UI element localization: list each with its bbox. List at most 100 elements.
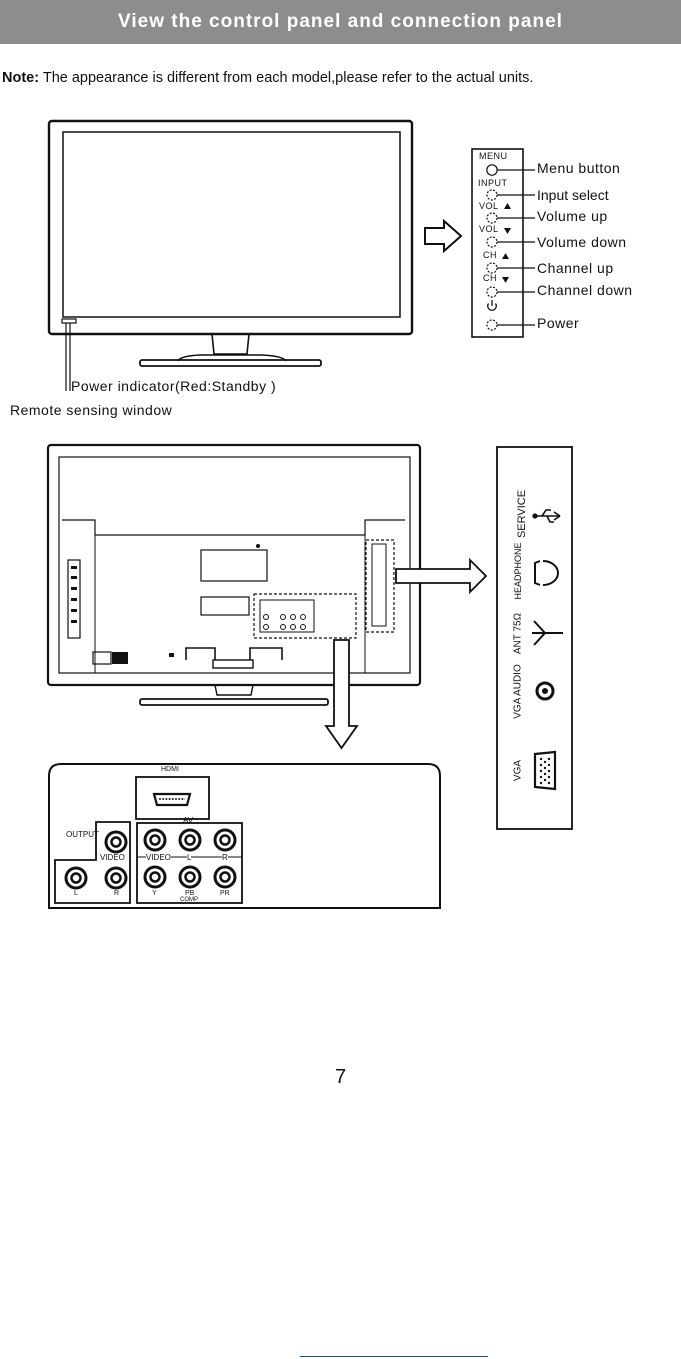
tv-back-outer — [46, 443, 422, 687]
side-connector-group — [365, 539, 395, 633]
side-connector-strip — [371, 543, 387, 627]
comp-label: COMP — [180, 897, 198, 903]
power-label: Power — [537, 315, 580, 331]
menu-button-label: Menu button — [537, 160, 621, 176]
output-video-jack-icon — [104, 830, 128, 854]
av-video-label: VIDEO — [146, 853, 171, 862]
input-select-label: Input select — [537, 187, 609, 203]
note-text: The appearance is different from each mo… — [42, 70, 534, 86]
output-r-jack-icon — [104, 866, 128, 890]
rca-jacks — [64, 828, 237, 890]
comp-pb-label: PB — [185, 890, 195, 897]
av-l-jack-icon — [178, 828, 202, 852]
comp-pr-label: PR — [220, 890, 230, 897]
menu-caption: MENU — [479, 151, 508, 161]
tv-front-screen — [62, 131, 401, 318]
tv-stand-base-top — [177, 354, 287, 362]
front-view-diagram — [47, 119, 535, 391]
bottom-panel-box — [48, 763, 441, 909]
power-indicator-led — [61, 318, 77, 324]
control-panel-box — [471, 148, 524, 338]
tv-stand-base — [139, 359, 322, 367]
headphone-icon — [534, 560, 559, 586]
stand-hook-right — [249, 647, 283, 660]
rear-view-diagram — [46, 443, 573, 909]
hdmi-port-icon — [152, 792, 192, 807]
vga-audio-jack-icon — [535, 681, 555, 701]
av-frame — [136, 822, 243, 904]
note-line: Note: The appearance is different from e… — [2, 70, 533, 86]
tv-stand-neck — [211, 333, 250, 355]
hdmi-frame — [135, 776, 210, 820]
comp-pr-jack-icon — [213, 865, 237, 889]
input-caption: INPUT — [478, 178, 508, 188]
comp-pb-jack-icon — [178, 865, 202, 889]
remote-window-label: Remote sensing window — [10, 402, 173, 418]
header-bar — [0, 0, 681, 44]
volume-down-label: Volume down — [537, 234, 627, 250]
output-r-label: R — [114, 890, 120, 897]
small-port — [169, 653, 174, 657]
output-label: OUTPUT — [66, 830, 99, 839]
vol-down-caption: VOL — [479, 224, 499, 234]
headphone-port-label: HEADPHONE — [513, 542, 523, 600]
usb-icon — [532, 509, 561, 523]
rear-stand-mount — [212, 659, 254, 669]
channel-down-label: Channel down — [537, 282, 633, 298]
power-switch — [112, 652, 128, 664]
ch-down-caption: CH — [483, 273, 497, 283]
comp-y-jack-icon — [143, 865, 167, 889]
hollow-arrow-down-icon — [324, 639, 359, 750]
antenna-icon — [532, 620, 563, 646]
output-l-label: L — [74, 890, 78, 897]
page-number: 7 — [334, 1066, 347, 1088]
av-l-label: L — [187, 853, 192, 862]
footer-link-underline[interactable] — [300, 1356, 488, 1357]
rear-stand-neck — [214, 684, 254, 696]
volume-up-label: Volume up — [537, 208, 608, 224]
channel-up-label: Channel up — [537, 260, 614, 276]
vga-audio-port-label: VGA AUDIO — [512, 664, 524, 719]
power-indicator-label: Power indicator(Red:Standby ) — [71, 378, 277, 394]
output-frame — [54, 821, 131, 904]
back-small-plate — [200, 596, 250, 616]
tv-back-panel — [94, 534, 366, 674]
av-label: AV — [183, 816, 194, 825]
note-prefix: Note: — [2, 70, 40, 86]
hdmi-label: HDMI — [161, 766, 179, 773]
hollow-arrow-right-icon — [395, 557, 488, 595]
output-video-label: VIDEO — [100, 853, 125, 862]
control-panel-buttons — [486, 164, 498, 331]
stand-hook-left — [185, 647, 216, 660]
vga-port-icon — [533, 750, 557, 791]
ch-down-triangle-icon — [502, 277, 509, 283]
vol-up-caption: VOL — [479, 201, 499, 211]
rear-jacks-frame — [259, 599, 315, 633]
comp-y-label: Y — [152, 890, 157, 897]
output-l-jack-icon — [64, 866, 88, 890]
rear-jacks-tiny — [263, 614, 306, 630]
tv-back-inner — [58, 456, 411, 674]
power-socket — [92, 651, 112, 665]
antenna-port-label: ANT 75Ω — [512, 612, 524, 655]
side-panel-box — [496, 446, 573, 830]
tv-back-panel-edge — [62, 519, 405, 536]
tv-front-bezel — [47, 119, 414, 336]
av-video-jack-icon — [143, 828, 167, 852]
page-title: View the control panel and connection pa… — [118, 11, 563, 32]
control-panel-leaders — [497, 169, 535, 326]
ch-up-caption: CH — [483, 250, 497, 260]
rear-stand-base — [139, 698, 329, 706]
power-symbol-icon — [487, 300, 497, 311]
vol-up-triangle-icon — [504, 203, 511, 209]
vol-down-triangle-icon — [504, 228, 511, 234]
av-r-jack-icon — [213, 828, 237, 852]
av-r-label: R — [222, 853, 228, 862]
vga-port-label: VGA — [512, 759, 524, 782]
rear-connector-group — [253, 593, 357, 639]
ch-up-triangle-icon — [502, 253, 509, 259]
back-label-plate — [200, 549, 268, 582]
back-screw — [256, 544, 260, 548]
side-key-marks — [71, 566, 77, 623]
hollow-arrow-right-icon — [424, 218, 463, 254]
